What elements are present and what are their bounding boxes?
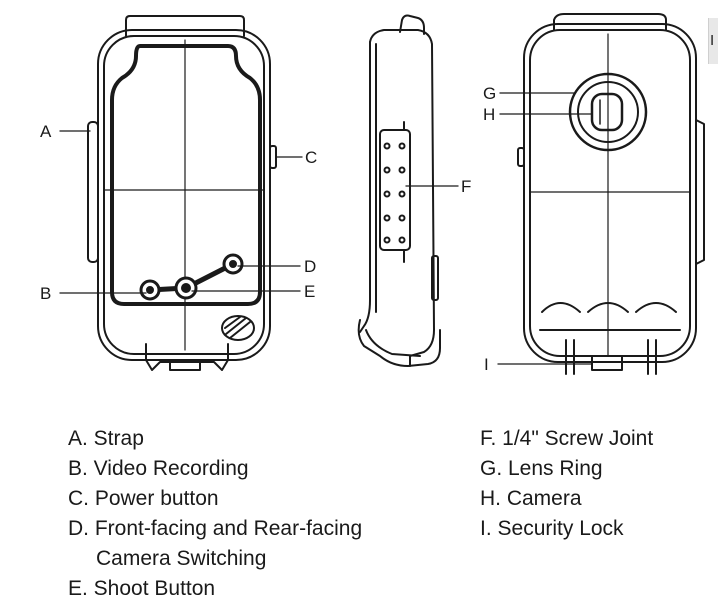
legend-item-d-continued: Camera Switching (96, 547, 267, 570)
legend-item-i: I. Security Lock (480, 517, 624, 540)
callout-h: H (483, 105, 495, 124)
legend-item-g: G. Lens Ring (480, 457, 603, 480)
back-view (517, 13, 705, 375)
callout-e: E (304, 282, 315, 301)
edge-tab: I (708, 18, 718, 64)
side-view (357, 14, 441, 367)
legend-item-e: E. Shoot Button (68, 577, 216, 600)
legend-item-d: D. Front-facing and Rear-facing (68, 517, 363, 540)
legend-item-f: F. 1/4" Screw Joint (480, 427, 654, 450)
front-view (87, 15, 277, 371)
callout-f: F (461, 177, 471, 196)
callout-c: C (305, 148, 317, 167)
edge-tab-label: I (710, 32, 715, 49)
legend-item-c: C. Power button (68, 487, 219, 510)
callout-a: A (40, 122, 52, 141)
legend-item-a: A. Strap (68, 427, 144, 450)
legend-right: F. 1/4" Screw Joint G. Lens Ring H. Came… (480, 424, 653, 544)
callout-leaders (59, 92, 593, 365)
legend-item-b: B. Video Recording (68, 457, 249, 480)
callout-g: G (483, 84, 496, 103)
legend-item-h: H. Camera (480, 487, 582, 510)
callout-b: B (40, 284, 51, 303)
callout-i: I (484, 355, 489, 374)
legend-left: A. Strap B. Video Recording C. Power but… (68, 424, 362, 604)
callout-d: D (304, 257, 316, 276)
